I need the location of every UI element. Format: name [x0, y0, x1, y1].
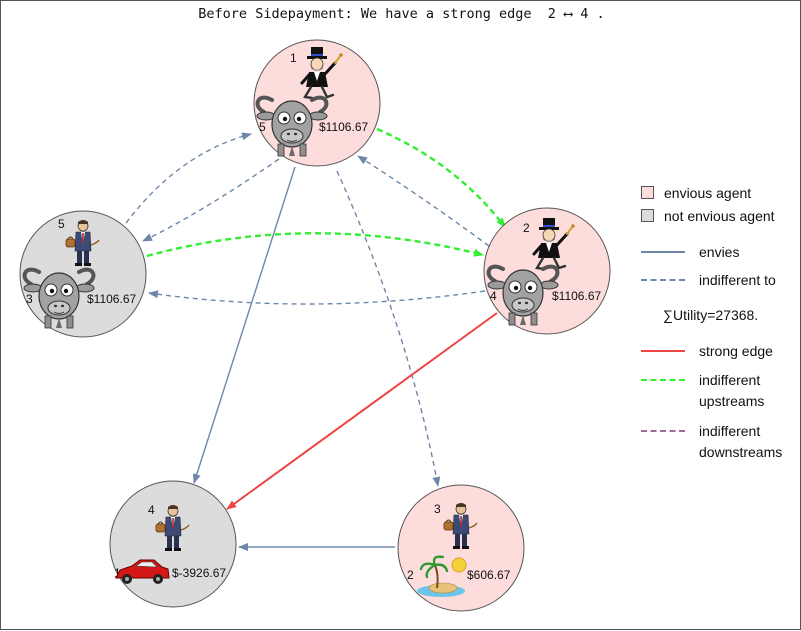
item-number: 2	[407, 568, 414, 582]
node-bottom-right[interactable]: 3 2 $606.67	[397, 484, 525, 612]
legend-label: envious agent	[664, 185, 752, 201]
legend-indifferent-downstreams: indifferent downstreams	[641, 421, 782, 463]
envies-line-swatch	[641, 251, 685, 253]
utility-text: ∑Utility=27368.	[663, 307, 759, 323]
legend-envies: envies	[641, 242, 739, 263]
money-value: $1106.67	[552, 289, 601, 303]
item-number: 4	[490, 289, 497, 303]
legend-label: strong edge	[699, 343, 773, 359]
legend-envious-agent: envious agent	[641, 183, 751, 204]
legend-indifferent-to: indifferent to	[641, 270, 776, 291]
edges-layer	[125, 127, 506, 551]
indifferent-line-swatch	[641, 279, 685, 281]
legend-not-envious-agent: not envious agent	[641, 206, 775, 227]
legend-label: not envious agent	[664, 208, 775, 224]
agent-number: 1	[290, 51, 297, 65]
agent-number: 4	[148, 503, 155, 517]
edge-indifferent-right-to-top	[357, 155, 490, 247]
node-right[interactable]: 2 4 $1106.67	[483, 207, 611, 335]
item-number: 1	[114, 566, 121, 580]
legend-label: indifferent upstreams	[699, 372, 765, 409]
agent-number: 3	[434, 502, 441, 516]
money-value: $606.67	[467, 568, 511, 582]
edge-strong-right-to-bottomleft	[226, 312, 498, 510]
envious-swatch	[641, 186, 654, 199]
legend-label: indifferent downstreams	[699, 423, 783, 460]
agent-number: 2	[523, 221, 530, 235]
legend-strong-edge: strong edge	[641, 341, 773, 362]
strong-edge-line-swatch	[641, 350, 685, 352]
edge-upstream-top-to-right	[376, 127, 506, 228]
item-number: 3	[26, 292, 33, 306]
node-circle	[109, 480, 237, 608]
not-envious-swatch	[641, 209, 654, 222]
upstreams-line-swatch	[641, 379, 685, 381]
node-bottom-left[interactable]: 4 1 $-3926.67	[109, 480, 237, 608]
legend-label: indifferent to	[699, 272, 776, 288]
agent-number: 5	[58, 217, 65, 231]
edge-indifferent-top-to-bottomright	[336, 170, 441, 487]
edge-indifferent-right-to-left	[148, 290, 486, 305]
legend-label: envies	[699, 244, 740, 260]
node-left[interactable]: 5 3 $1106.67	[19, 210, 147, 338]
edge-indifferent-top-to-left	[142, 158, 280, 242]
node-circle	[397, 484, 525, 612]
diagram-title: Before Sidepayment: We have a strong edg…	[198, 6, 605, 22]
edge-envies-top-to-bottomleft	[192, 166, 296, 484]
downstreams-line-swatch	[641, 430, 685, 432]
item-number: 5	[259, 120, 266, 134]
money-value: $-3926.67	[172, 566, 226, 580]
edge-indifferent-left-to-top	[125, 132, 252, 224]
money-value: $1106.67	[319, 120, 368, 134]
legend-utility: ∑Utility=27368.	[663, 305, 758, 326]
edge-upstream-left-to-right	[146, 232, 484, 258]
legend-indifferent-upstreams: indifferent upstreams	[641, 370, 764, 412]
money-value: $1106.67	[87, 292, 136, 306]
node-top[interactable]: 1 5 $1106.67	[253, 39, 381, 167]
